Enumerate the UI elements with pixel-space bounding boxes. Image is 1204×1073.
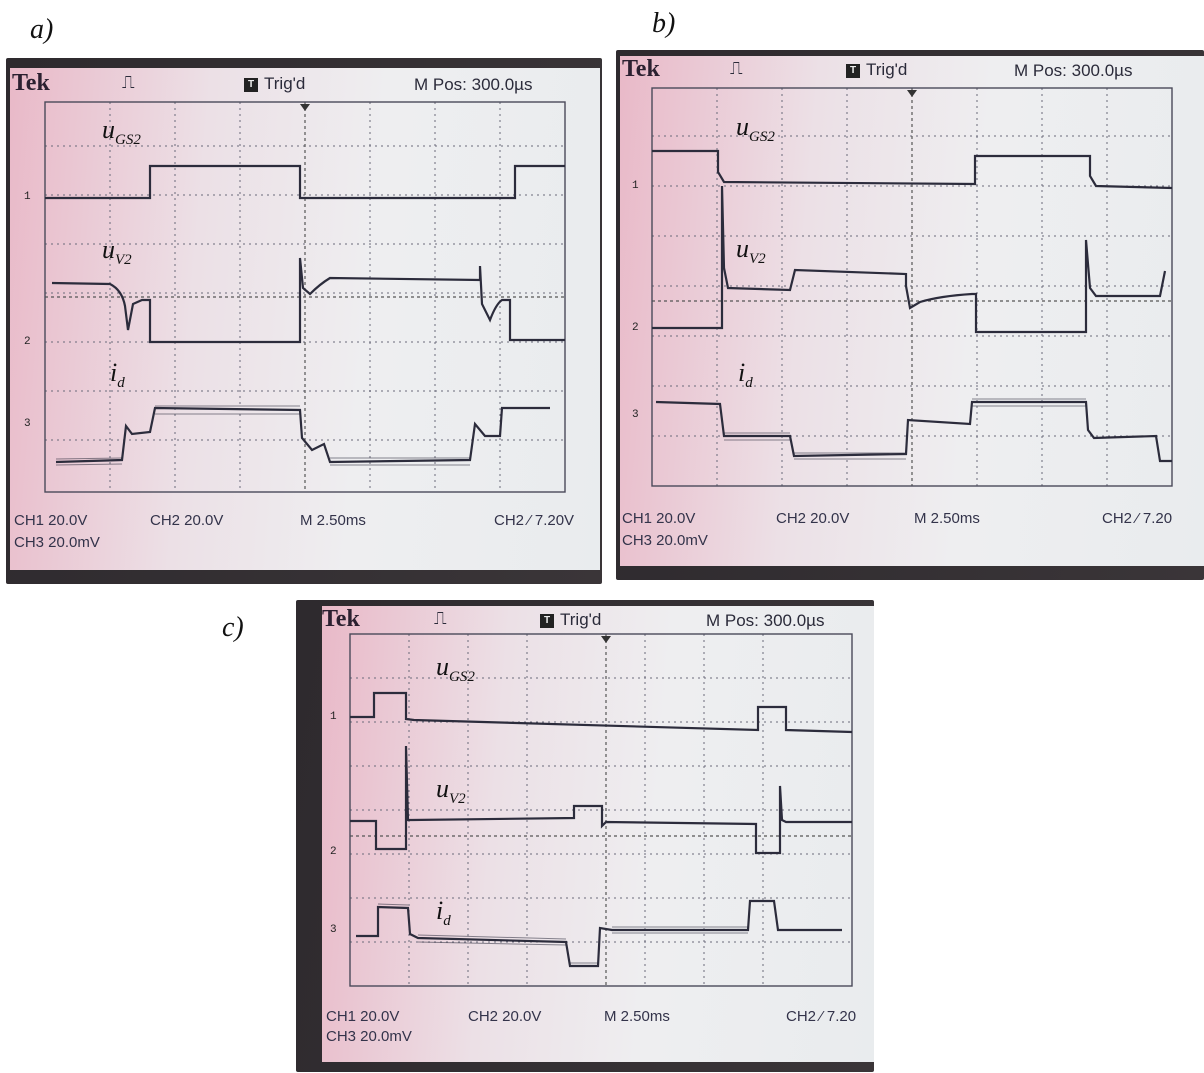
panel-a-label: a) [30,14,54,45]
trace-uv2-c [350,745,852,855]
ch2-marker-a: 2 [24,336,31,348]
label-id-c: id [436,896,451,930]
ch3-marker-c: 3 [330,924,337,936]
footer-ch2-a: CH2 20.0V [150,512,224,529]
ch2-marker-b: 2 [632,322,639,334]
tek-logo-b: Tek [622,56,660,82]
ch3-marker-b: 3 [632,409,639,421]
label-id-b: id [738,358,753,392]
label-uv2-c: uV2 [436,774,466,808]
footer-ch1-b: CH1 20.0V [622,510,696,527]
footer-timebase-c: M 2.50ms [604,1008,670,1025]
footer-ch3-c: CH3 20.0mV [326,1028,412,1045]
footer-timebase-a: M 2.50ms [300,512,366,529]
trace-ugs2-a [45,164,565,200]
footer-timebase-b: M 2.50ms [914,510,980,527]
footer-ch3-a: CH3 20.0mV [14,534,100,551]
trigger-icon-b: T [846,63,860,78]
waveform-plot-c [349,633,853,987]
waveform-plot-a [44,101,566,493]
m-pos-readout-c: M Pos: 300.0µs [706,611,825,630]
trigger-icon-a: T [244,77,258,92]
trace-uv2-b [652,185,1167,334]
ch1-marker-b: 1 [632,180,639,192]
panel-c-label: c) [222,612,244,643]
footer-ch2-b: CH2 20.0V [776,510,850,527]
trace-ugs2-c [350,691,853,734]
label-ugs2-a: uGS2 [102,115,141,149]
label-ugs2-c: uGS2 [436,652,475,686]
footer-ch1-a: CH1 20.0V [14,512,88,529]
ch1-marker-c: 1 [330,711,337,723]
panel-b-label: b) [652,8,676,39]
label-uv2-b: uV2 [736,234,766,268]
m-pos-readout-b: M Pos: 300.0µs [1014,61,1133,80]
footer-trigger-c: CH2 ⁄ 7.20 [786,1008,857,1025]
acquire-icon-a: ⎍ [122,72,135,92]
ch1-marker-a: 1 [24,191,31,203]
label-ugs2-b: uGS2 [736,112,775,146]
trace-id-a [55,406,550,464]
tek-logo-c: Tek [322,606,360,632]
label-id-a: id [110,358,125,392]
ch3-marker-a: 3 [24,418,31,430]
footer-trigger-b: CH2 ⁄ 7.20 [1102,510,1173,527]
trace-id-b [655,400,1172,463]
footer-ch1-c: CH1 20.0V [326,1008,400,1025]
acquire-icon-c: ⎍ [434,608,447,628]
footer-ch3-b: CH3 20.0mV [622,532,708,549]
footer-ch2-c: CH2 20.0V [468,1008,542,1025]
waveform-plot-b [651,87,1173,487]
tek-logo-a: Tek [12,70,50,96]
trace-uv2-a [51,257,565,344]
footer-trigger-a: CH2 ⁄ 7.20V [494,512,575,529]
trace-ugs2-b [652,149,1173,190]
label-uv2-a: uV2 [102,235,132,269]
acquire-icon-b: ⎍ [730,58,743,78]
trigger-icon-c: T [540,613,554,628]
m-pos-readout-a: M Pos: 300.0µs [414,75,533,94]
trace-id-c [356,899,842,968]
ch2-marker-c: 2 [330,846,337,858]
